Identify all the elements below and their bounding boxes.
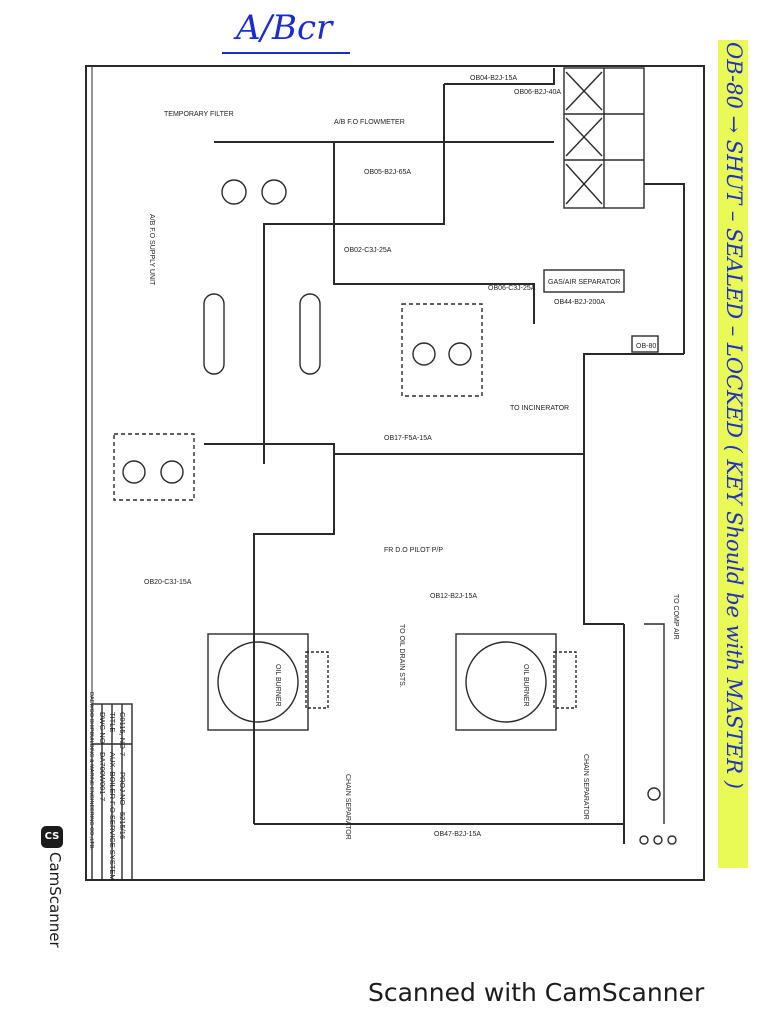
drain-label: TO OIL DRAIN STS. xyxy=(398,624,405,688)
handwritten-title: A/Bcr xyxy=(236,8,333,48)
piping-diagram xyxy=(85,65,705,881)
line-label: OB04-B2J-15A xyxy=(470,75,517,82)
chain-left-label: CHAIN SEPARATOR xyxy=(344,774,351,840)
temp-filter-label: TEMPORARY FILTER xyxy=(164,111,234,118)
title-underline xyxy=(222,52,350,54)
line-label: OB06-B2J-40A xyxy=(514,89,561,96)
diagram-labels: A/B F.O SUPPLY UNIT TEMPORARY FILTER A/B… xyxy=(88,75,679,881)
highlighter-band xyxy=(718,40,748,868)
chain-right-label: CHAIN SEPARATOR xyxy=(582,754,589,820)
scanned-footer: Scanned with CamScanner xyxy=(368,978,705,1007)
burner-right-label: OIL BURNER xyxy=(522,664,529,707)
tb-no-value: 7 xyxy=(118,752,127,756)
line-label: OB02-C3J-25A xyxy=(344,247,392,254)
tb-title-label: TITLE xyxy=(108,712,117,732)
line-label: OB12-B2J-15A xyxy=(430,593,477,600)
line-label: OB17-F5A-15A xyxy=(384,435,432,442)
incinerator-label: TO INCINERATOR xyxy=(510,405,569,412)
camscanner-side-label: CamScanner xyxy=(46,852,64,948)
burner-left-label: OIL BURNER xyxy=(274,664,281,707)
comp-air-label: TO COMP AIR xyxy=(672,594,679,640)
tb-dwgno-value: DA700W001-7 xyxy=(98,752,107,801)
valve-ob80-label: OB-80 xyxy=(636,343,656,350)
tb-title-value: AUX. BOILER F.O SERVICE SYSTEM xyxy=(108,752,117,881)
tb-proj-value: 5215/16 xyxy=(118,812,127,839)
handwritten-annotation: OB-80 → SHUT – SEALED – LOCKED ( KEY Sho… xyxy=(722,42,746,789)
tb-proj-label: PROJ.NO xyxy=(118,772,127,806)
tb-no-label: C0115, NO xyxy=(118,712,127,749)
camscanner-logo-icon: CS xyxy=(41,826,63,848)
line-label: OB05-B2J-65A xyxy=(364,169,411,176)
pilot-label: FR D.O PILOT P/P xyxy=(384,547,443,554)
line-label: OB20-C3J-15A xyxy=(144,579,192,586)
flowmeter-label: A/B F.O FLOWMETER xyxy=(334,119,405,126)
tb-company: DAEWOO SHIPBUILDING & MARINE ENGINEERING… xyxy=(88,692,94,850)
unit-title-label: A/B F.O SUPPLY UNIT xyxy=(148,214,155,286)
separator-label: GAS/AIR SEPARATOR xyxy=(548,279,620,286)
line-label: OB44-B2J-200A xyxy=(554,299,605,306)
tb-dwgno-label: DWG NO xyxy=(98,712,107,744)
line-label: OB06-C3J-25A xyxy=(488,285,536,292)
line-label: OB47-B2J-15A xyxy=(434,831,481,838)
